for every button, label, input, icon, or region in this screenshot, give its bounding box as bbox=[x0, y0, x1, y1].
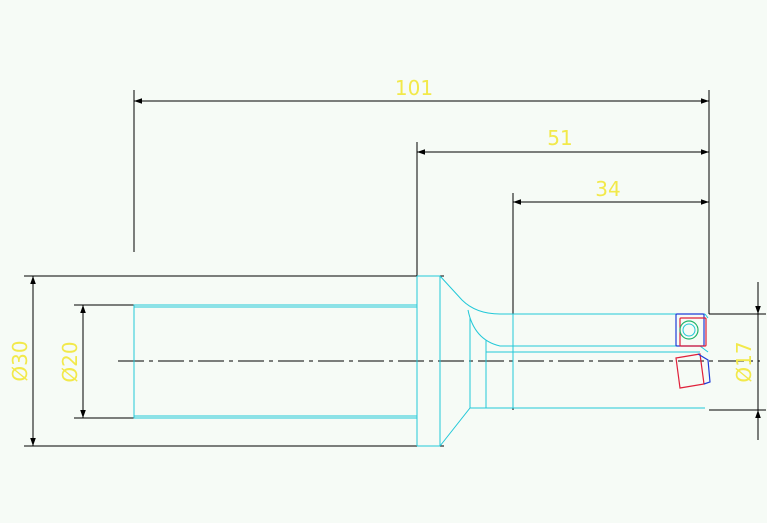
part-outline bbox=[133, 275, 709, 447]
dimension-101: 101 bbox=[133, 76, 710, 314]
dim-text-101: 101 bbox=[395, 76, 433, 100]
dim-text-d17: Ø17 bbox=[732, 341, 756, 382]
dimension-d30: Ø30 bbox=[8, 275, 444, 447]
dimension-34: 34 bbox=[512, 177, 709, 410]
dim-text-34: 34 bbox=[595, 177, 620, 201]
dim-text-d20: Ø20 bbox=[58, 341, 82, 382]
dimension-51: 51 bbox=[416, 126, 709, 276]
insert-top bbox=[675, 313, 707, 347]
dimension-d17: Ø17 bbox=[709, 282, 766, 440]
dim-text-51: 51 bbox=[547, 126, 572, 150]
dim-text-d30: Ø30 bbox=[8, 340, 32, 381]
insert-bottom bbox=[675, 353, 711, 389]
dimension-d20: Ø20 bbox=[58, 304, 134, 419]
